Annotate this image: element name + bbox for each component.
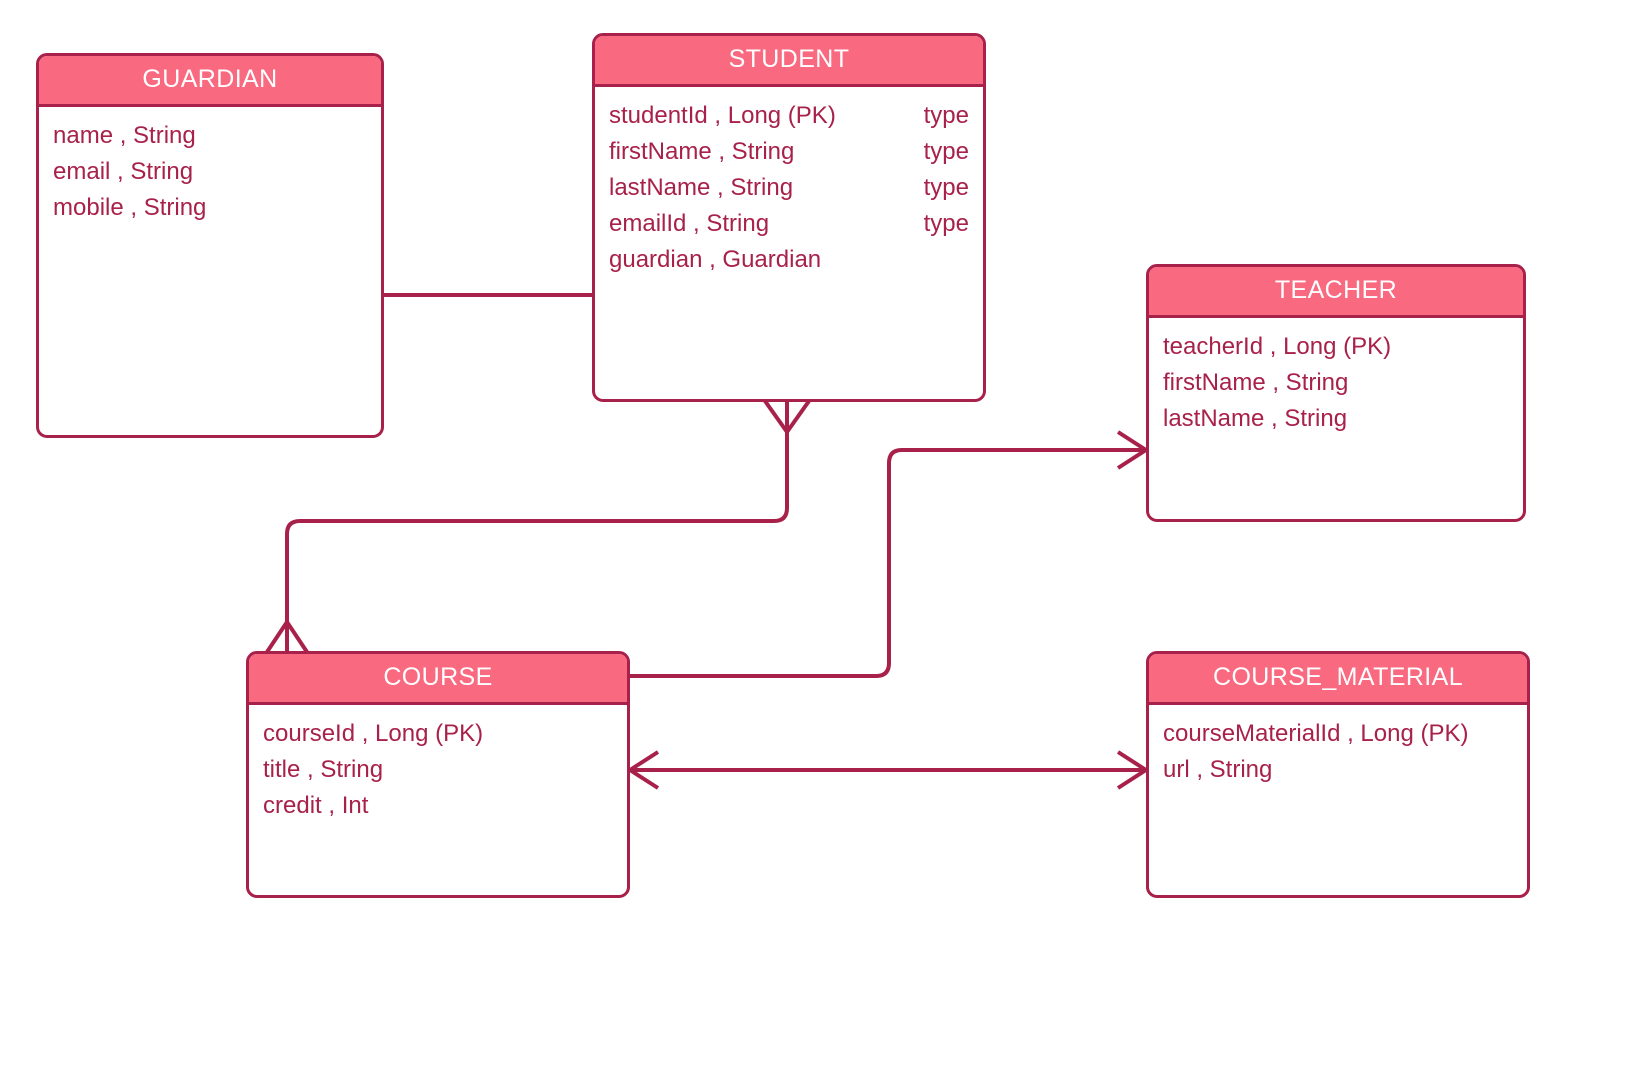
entity-attributes-guardian: name , String email , String mobile , St… (39, 107, 381, 236)
attribute-name: firstName , String (609, 138, 795, 165)
attribute-row: studentId , Long (PK) type (609, 98, 969, 134)
entity-course-material[interactable]: COURSE_MATERIAL courseMaterialId , Long … (1146, 651, 1530, 898)
attribute-name: credit , Int (263, 792, 369, 819)
attribute-row: courseMaterialId , Long (PK) (1163, 716, 1513, 752)
attribute-name: studentId , Long (PK) (609, 102, 836, 129)
attribute-row: url , String (1163, 752, 1513, 788)
edge-course-teacher (630, 448, 1146, 678)
attribute-row: emailId , String type (609, 206, 969, 242)
attribute-row: mobile , String (53, 190, 367, 226)
entity-title-teacher: TEACHER (1149, 267, 1523, 318)
attribute-name: mobile , String (53, 194, 207, 221)
entity-course[interactable]: COURSE courseId , Long (PK) title , Stri… (246, 651, 630, 898)
crows-foot-course-material-left (1116, 750, 1148, 790)
attribute-row: firstName , String (1163, 365, 1509, 401)
entity-title-course: COURSE (249, 654, 627, 705)
attribute-row: credit , Int (263, 788, 613, 824)
entity-attributes-teacher: teacherId , Long (PK) firstName , String… (1149, 318, 1523, 447)
attribute-row: teacherId , Long (PK) (1163, 329, 1509, 365)
attribute-row: guardian , Guardian (609, 242, 969, 278)
attribute-row: lastName , String (1163, 401, 1509, 437)
attribute-name: guardian , Guardian (609, 246, 822, 273)
attribute-type: type (923, 102, 969, 129)
entity-attributes-course: courseId , Long (PK) title , String cred… (249, 705, 627, 834)
attribute-name: courseMaterialId , Long (PK) (1163, 720, 1469, 747)
entity-student[interactable]: STUDENT studentId , Long (PK) type first… (592, 33, 986, 402)
attribute-row: name , String (53, 118, 367, 154)
entity-attributes-course-material: courseMaterialId , Long (PK) url , Strin… (1149, 705, 1527, 798)
edge-student-course (285, 402, 789, 651)
attribute-name: lastName , String (1163, 405, 1348, 432)
crows-foot-teacher-left (1116, 430, 1148, 470)
entity-title-course-material: COURSE_MATERIAL (1149, 654, 1527, 705)
attribute-name: name , String (53, 122, 196, 149)
attribute-row: firstName , String type (609, 134, 969, 170)
entity-attributes-student: studentId , Long (PK) type firstName , S… (595, 87, 983, 288)
entity-guardian[interactable]: GUARDIAN name , String email , String mo… (36, 53, 384, 438)
crows-foot-student-bottom (763, 399, 811, 434)
attribute-name: title , String (263, 756, 384, 783)
crows-foot-course-right (628, 750, 660, 790)
attribute-type: type (923, 174, 969, 201)
entity-title-student: STUDENT (595, 36, 983, 87)
attribute-name: lastName , String (609, 174, 794, 201)
attribute-name: teacherId , Long (PK) (1163, 333, 1392, 360)
attribute-name: courseId , Long (PK) (263, 720, 484, 747)
attribute-type: type (923, 210, 969, 237)
attribute-name: firstName , String (1163, 369, 1349, 396)
entity-title-guardian: GUARDIAN (39, 56, 381, 107)
attribute-name: url , String (1163, 756, 1273, 783)
attribute-name: email , String (53, 158, 194, 185)
attribute-row: lastName , String type (609, 170, 969, 206)
entity-teacher[interactable]: TEACHER teacherId , Long (PK) firstName … (1146, 264, 1526, 522)
attribute-name: emailId , String (609, 210, 770, 237)
attribute-type: type (923, 138, 969, 165)
attribute-row: email , String (53, 154, 367, 190)
attribute-row: courseId , Long (PK) (263, 716, 613, 752)
crows-foot-course-top (265, 620, 309, 654)
attribute-row: title , String (263, 752, 613, 788)
